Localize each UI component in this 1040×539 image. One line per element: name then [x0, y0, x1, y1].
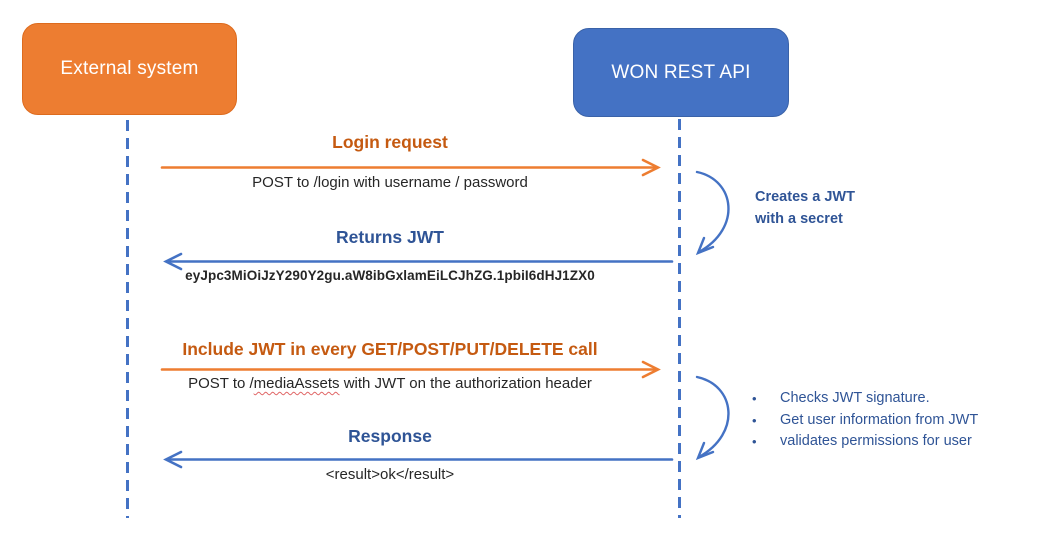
message-detail-login-request: POST to /login with username / password	[252, 174, 528, 191]
bullet-icon: •	[752, 391, 757, 406]
lifeline-external-system	[126, 120, 129, 518]
note-jwt-validation-bullets: • Checks JWT signature. • Get user infor…	[752, 388, 978, 453]
response-arrow	[163, 450, 674, 469]
bullet-text: Checks JWT signature.	[780, 390, 930, 406]
message-title-response: Response	[348, 426, 432, 446]
message-title-include-jwt: Include JWT in every GET/POST/PUT/DELETE…	[182, 339, 598, 359]
note-line: Creates a JWT	[755, 189, 855, 205]
note-line: with a secret	[755, 211, 843, 227]
login-request-arrow	[160, 158, 661, 177]
bullet-icon: •	[752, 412, 757, 428]
bullet-text: validates permissions for user	[780, 433, 972, 449]
detail-suffix: with JWT on the authorization header	[339, 375, 592, 392]
bullet-item: • validates permissions for user	[752, 431, 978, 453]
message-detail-jwt-token: eyJpc3MiOiJzY290Y2gu.aW8ibGxlamEiLCJhZG.…	[185, 268, 595, 283]
self-loop-checks-jwt-arrow	[695, 375, 730, 461]
actor-box-won-rest-api: WON REST API	[573, 28, 789, 117]
lifeline-won-rest-api	[678, 119, 681, 518]
note-creates-jwt: Creates a JWT with a secret	[755, 186, 855, 230]
self-loop-creates-jwt-arrow	[695, 170, 730, 256]
detail-prefix: POST to /	[188, 375, 254, 392]
bullet-icon: •	[752, 434, 757, 449]
bullet-text: Get user information from JWT	[780, 411, 979, 428]
message-detail-include-jwt: POST to /mediaAssets with JWT on the aut…	[115, 375, 665, 392]
actor-label-won-rest-api: WON REST API	[611, 61, 751, 83]
actor-box-external-system: External system	[22, 23, 237, 115]
message-title-returns-jwt: Returns JWT	[336, 227, 444, 247]
detail-misspelled-word: mediaAssets	[253, 375, 340, 392]
actor-label-external-system: External system	[60, 58, 199, 79]
bullet-item: • Get user information from JWT	[752, 410, 978, 432]
message-title-login-request: Login request	[332, 132, 448, 152]
message-detail-response: <result>ok</result>	[325, 466, 455, 483]
bullet-item: • Checks JWT signature.	[752, 388, 978, 410]
returns-jwt-arrow	[163, 252, 674, 271]
